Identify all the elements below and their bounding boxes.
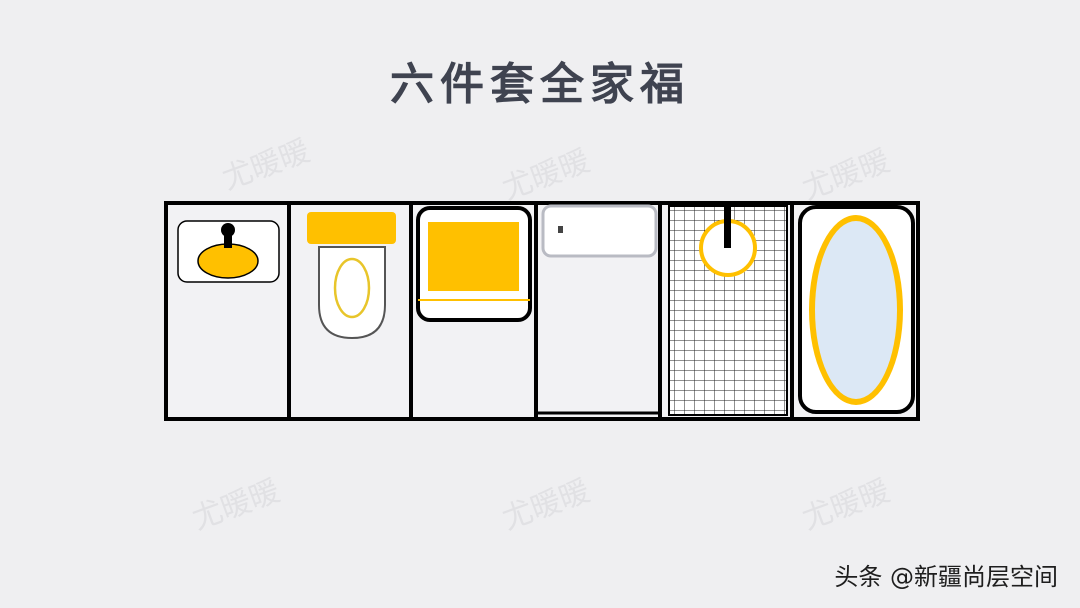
bathtub-icon xyxy=(798,205,915,414)
watermark: 尤暖暖 xyxy=(497,473,595,538)
watermark: 尤暖暖 xyxy=(187,473,285,538)
shower-drain-icon xyxy=(668,205,788,416)
basin-icon xyxy=(168,205,288,417)
cabinet-icon xyxy=(538,204,658,415)
watermark: 尤暖暖 xyxy=(217,133,315,198)
watermark: 尤暖暖 xyxy=(497,143,595,208)
toilet-icon xyxy=(307,212,396,340)
bathroom-fixtures-diagram xyxy=(164,201,920,421)
shower-tray-icon xyxy=(416,206,532,322)
page-title: 六件套全家福 xyxy=(390,59,690,110)
watermark: 尤暖暖 xyxy=(797,143,895,208)
source-credit: 头条 @新疆尚层空间 xyxy=(834,563,1058,591)
watermark: 尤暖暖 xyxy=(797,473,895,538)
